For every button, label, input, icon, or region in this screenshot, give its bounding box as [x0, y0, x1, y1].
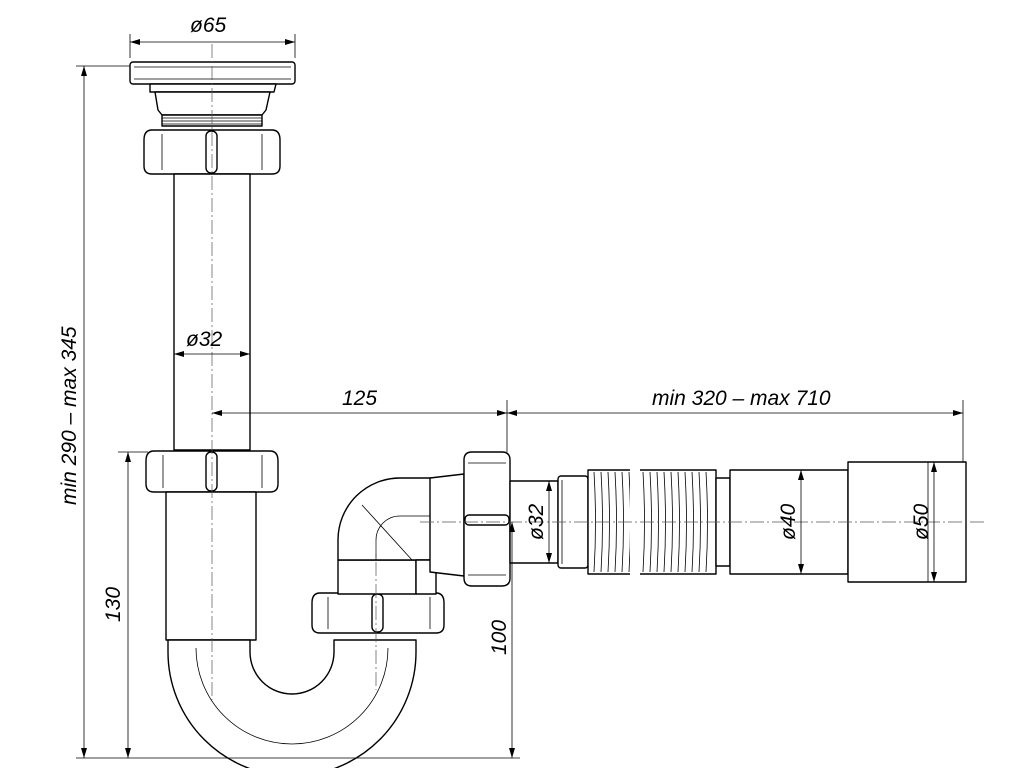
- dimension-total-height: min 290 – max 345: [58, 65, 290, 759]
- end-diameter-label: ø50: [910, 503, 933, 540]
- dimension-corrugated-diameter: ø40: [777, 470, 804, 574]
- total-height-label: min 290 – max 345: [58, 326, 81, 505]
- top-diameter-label: ø65: [190, 14, 227, 37]
- hose-length-label: min 320 – max 710: [652, 387, 831, 410]
- dimension-top-diameter: ø65: [129, 14, 296, 58]
- outlet-nut: [463, 451, 511, 587]
- lower-nut: [311, 592, 445, 634]
- drain-strainer: [129, 61, 296, 127]
- dimension-outlet-height: 100: [290, 522, 520, 759]
- riser-elbow: [337, 473, 465, 595]
- offset-label: 125: [342, 387, 377, 410]
- corrugated-diameter-label: ø40: [777, 503, 800, 540]
- upper-nut: [143, 129, 281, 175]
- trap-height-label: 130: [102, 587, 125, 622]
- dimension-hose-length: min 320 – max 710: [507, 387, 964, 462]
- pipe-diameter-label: ø32: [186, 328, 223, 351]
- outlet-height-label: 100: [488, 620, 511, 655]
- dimension-outlet-diameter: ø32: [525, 481, 552, 563]
- dimension-pipe-diameter: ø32: [174, 328, 250, 357]
- dimension-horizontal-offset: 125: [212, 387, 508, 452]
- dimension-trap-height: 130: [102, 451, 148, 758]
- u-trap: [165, 491, 417, 768]
- outlet-diameter-label: ø32: [525, 503, 548, 540]
- dimension-end-diameter: ø50: [910, 462, 937, 582]
